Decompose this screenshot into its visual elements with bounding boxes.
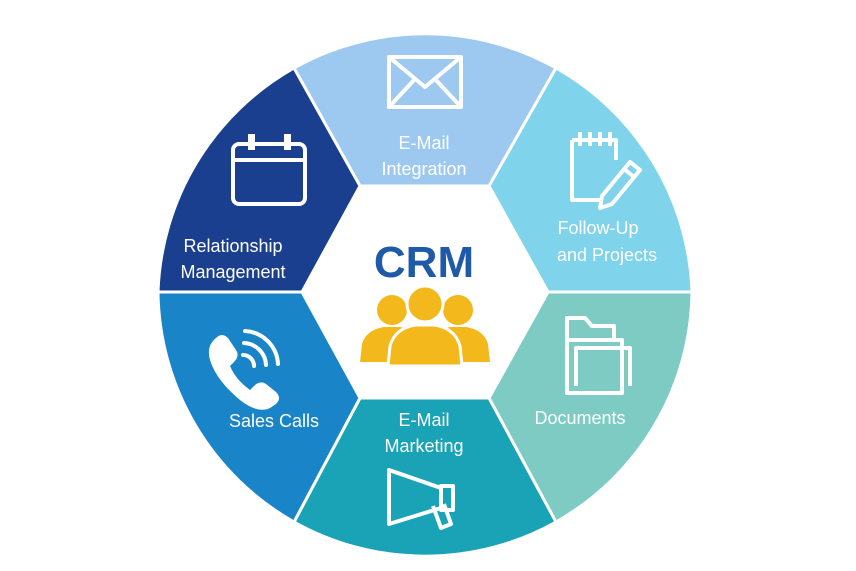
phone-ringing-icon: [208, 329, 280, 410]
segment-follow-up-label-line2: and Projects: [557, 245, 657, 265]
segment-relationship: Relationship Management: [156, 65, 362, 294]
segment-follow-up: Follow-Up and Projects: [487, 65, 694, 294]
segment-email-integration-label-line1: E-Mail: [398, 133, 449, 153]
notepad-pencil-icon: [570, 132, 642, 210]
segment-email-integration-shape: [291, 32, 559, 188]
segment-email-integration: E-Mail Integration: [291, 32, 559, 188]
segment-sales-calls-label: Sales Calls: [229, 411, 319, 431]
center-title: CRM: [374, 238, 474, 287]
segment-documents: Documents: [487, 290, 694, 525]
calendar-icon: [231, 134, 307, 206]
megaphone-icon: [387, 468, 455, 530]
segment-email-marketing: E-Mail Marketing: [291, 396, 559, 558]
envelope-icon: [387, 55, 463, 109]
segment-follow-up-shape: [487, 65, 694, 294]
segment-email-marketing-label-line2: Marketing: [384, 436, 463, 456]
segment-relationship-shape: [156, 65, 362, 294]
people-group-icon: [360, 284, 490, 368]
segment-email-integration-label-line2: Integration: [381, 159, 466, 179]
segment-documents-shape: [487, 290, 694, 525]
segment-documents-label: Documents: [534, 408, 625, 428]
segment-relationship-label-line2: Management: [180, 262, 285, 282]
segment-follow-up-label-line1: Follow-Up: [557, 218, 638, 238]
segment-email-marketing-label-line1: E-Mail: [398, 410, 449, 430]
segment-email-marketing-shape: [291, 396, 559, 558]
segment-relationship-label-line1: Relationship: [183, 236, 282, 256]
folder-icon: [565, 316, 632, 395]
